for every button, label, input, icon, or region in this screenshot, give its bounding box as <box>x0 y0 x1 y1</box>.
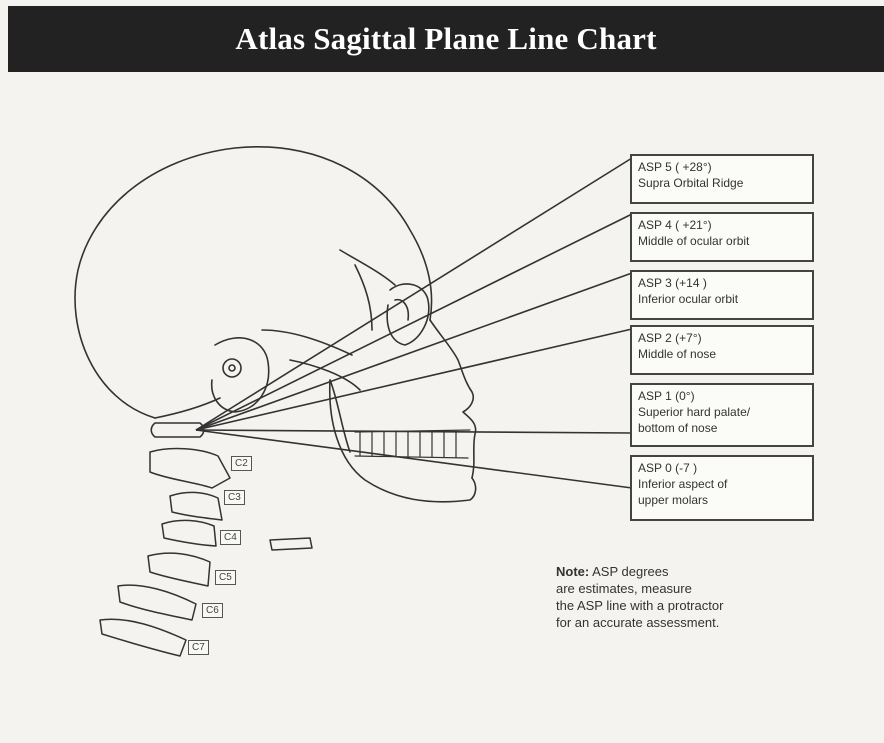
cranium-outline <box>75 147 432 418</box>
atlas <box>151 423 204 437</box>
cervical-spine <box>100 449 312 656</box>
asp-4-box: ASP 4 ( +21°) Middle of ocular orbit <box>630 212 814 262</box>
asp-line-0 <box>196 430 632 488</box>
occipital-region <box>212 338 269 412</box>
asp-line-5 <box>196 158 632 430</box>
vertebra-label-c4: C4 <box>220 530 241 545</box>
note-line4: for an accurate assessment. <box>556 615 719 630</box>
asp-2-desc: Middle of nose <box>638 346 806 362</box>
asp-4-code: ASP 4 ( +21°) <box>638 217 806 233</box>
asp-0-desc-line2: upper molars <box>638 492 806 508</box>
note-block: Note: ASP degrees are estimates, measure… <box>556 563 846 631</box>
asp-1-desc-line2: bottom of nose <box>638 420 806 436</box>
vertebra-label-c7: C7 <box>188 640 209 655</box>
asp-0-desc: Inferior aspect of <box>638 476 806 492</box>
note-line2: are estimates, measure <box>556 581 692 596</box>
asp-line-4 <box>196 214 632 430</box>
asp-line-3 <box>196 273 632 430</box>
asp-1-code: ASP 1 (0°) <box>638 388 806 404</box>
asp-5-box: ASP 5 ( +28°) Supra Orbital Ridge <box>630 154 814 204</box>
asp-line-2 <box>196 329 632 430</box>
asp-1-box: ASP 1 (0°) Superior hard palate/ bottom … <box>630 383 814 447</box>
asp-2-box: ASP 2 (+7°) Middle of nose <box>630 325 814 375</box>
vertebra-label-c3: C3 <box>224 490 245 505</box>
vertebra-label-c5: C5 <box>215 570 236 585</box>
asp-3-code: ASP 3 (+14 ) <box>638 275 806 291</box>
asp-4-desc: Middle of ocular orbit <box>638 233 806 249</box>
asp-3-box: ASP 3 (+14 ) Inferior ocular orbit <box>630 270 814 320</box>
asp-3-desc: Inferior ocular orbit <box>638 291 806 307</box>
asp-5-desc: Supra Orbital Ridge <box>638 175 806 191</box>
asp-0-code: ASP 0 (-7 ) <box>638 460 806 476</box>
asp-5-code: ASP 5 ( +28°) <box>638 159 806 175</box>
note-lead: Note: <box>556 564 589 579</box>
asp-2-code: ASP 2 (+7°) <box>638 330 806 346</box>
asp-1-desc: Superior hard palate/ <box>638 404 806 420</box>
asp-line-group <box>196 158 632 488</box>
mandible <box>330 380 476 502</box>
vertebra-label-c6: C6 <box>202 603 223 618</box>
note-line1: ASP degrees <box>592 564 668 579</box>
asp-0-box: ASP 0 (-7 ) Inferior aspect of upper mol… <box>630 455 814 521</box>
note-line3: the ASP line with a protractor <box>556 598 723 613</box>
cranial-base <box>155 398 220 418</box>
vertebra-label-c2: C2 <box>231 456 252 471</box>
